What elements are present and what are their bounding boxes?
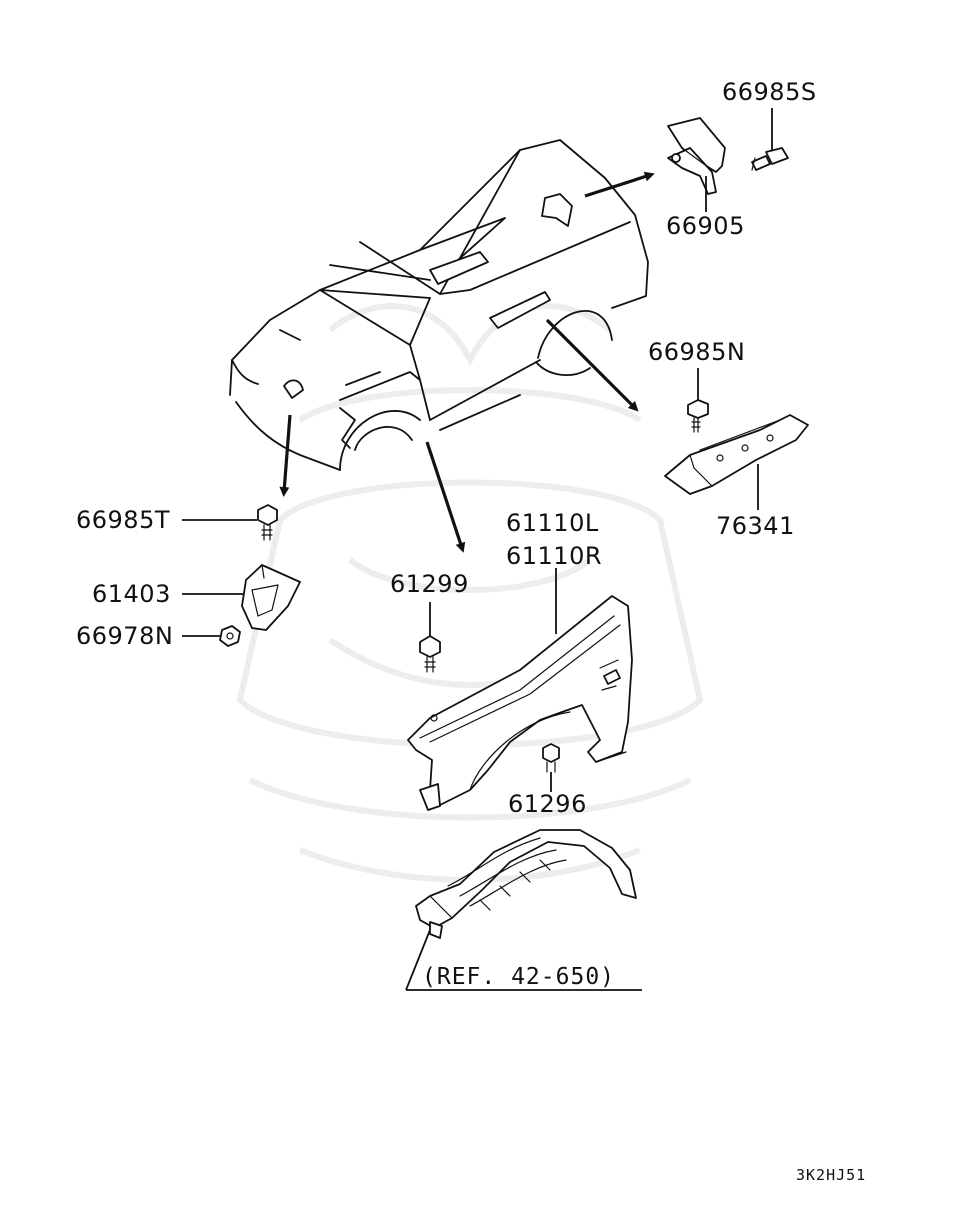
part-number-66905: 66905: [666, 212, 745, 240]
part-number-66985T: 66985T: [76, 506, 170, 534]
bolt-66985T-drawing: [257, 504, 278, 541]
part-number-66985S: 66985S: [722, 78, 817, 106]
part-number-61110L: 61110L: [506, 509, 599, 537]
part-number-61403: 61403: [92, 580, 171, 608]
arrow-to-66905: [584, 171, 655, 198]
vehicle-outline: [229, 139, 649, 471]
bolt-66985S-drawing: [751, 147, 789, 171]
bolt-66985N-drawing: [687, 399, 709, 433]
fender-liner-drawing: [415, 829, 637, 939]
part-number-76341: 76341: [716, 512, 795, 540]
watermark-emblem: [236, 303, 704, 883]
part-number-61110R: 61110R: [506, 542, 602, 570]
bracket-66905-drawing: [667, 117, 726, 195]
part-number-66978N: 66978N: [76, 622, 173, 650]
fender-61110-drawing: [407, 595, 633, 811]
part-number-61296: 61296: [508, 790, 587, 818]
nut-61296-drawing: [542, 743, 560, 773]
bracket-61403-drawing: [241, 564, 301, 631]
leader-ref-liner: [405, 929, 431, 991]
pointer-arrows: [279, 171, 655, 553]
arrow-to-61403: [279, 414, 292, 497]
nut-66978N-drawing: [219, 625, 241, 647]
diagram-code: 3K2HJ51: [796, 1166, 866, 1184]
part-number-61299: 61299: [390, 570, 469, 598]
bracket-76341-drawing: [664, 414, 809, 495]
bolt-61299-drawing: [419, 635, 441, 673]
reference-label: (REF. 42-650): [422, 964, 615, 990]
arrow-to-76341: [545, 318, 639, 412]
part-number-66985N: 66985N: [648, 338, 745, 366]
arrow-to-fender: [425, 441, 466, 553]
